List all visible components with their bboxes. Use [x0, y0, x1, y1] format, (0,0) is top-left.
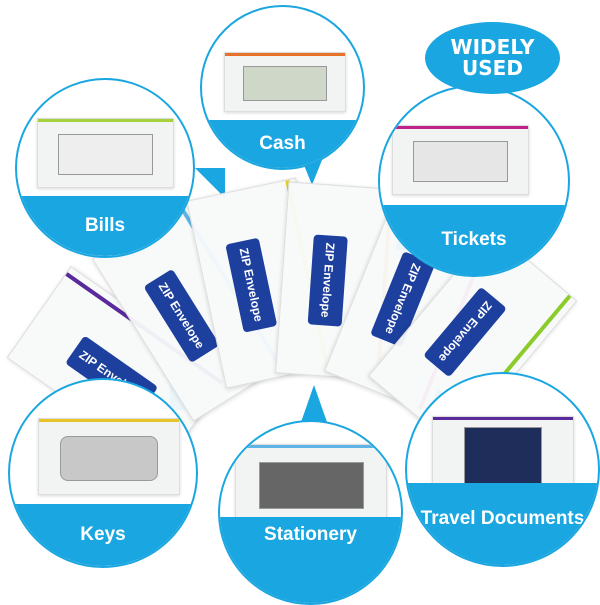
- widely-used-badge: WIDELY USED: [425, 22, 560, 94]
- pencils-image: [258, 462, 364, 509]
- receipt-image: [58, 133, 153, 175]
- use-bubble-keys: Keys: [8, 378, 198, 568]
- use-bubble-cash: Cash: [200, 5, 365, 170]
- use-label: Tickets: [380, 205, 568, 275]
- use-label: Bills: [17, 196, 193, 256]
- badge-line-1: WIDELY: [450, 35, 535, 59]
- use-label: Cash: [202, 120, 363, 168]
- use-label: Stationery: [220, 517, 401, 603]
- use-bubble-tickets: Tickets: [378, 85, 570, 277]
- use-label: Travel Documents: [407, 483, 598, 565]
- use-bubble-travel-documents: Travel Documents: [405, 372, 600, 567]
- use-bubble-stationery: Stationery: [218, 420, 403, 605]
- use-label: Keys: [10, 504, 196, 566]
- keys-image: [60, 435, 158, 481]
- passport-image: [463, 426, 543, 491]
- bubble-tail: [300, 385, 328, 425]
- badge-line-2: USED: [462, 56, 523, 80]
- banknote-image: [243, 65, 327, 101]
- ticket-image: [413, 140, 508, 182]
- use-bubble-bills: Bills: [15, 78, 195, 258]
